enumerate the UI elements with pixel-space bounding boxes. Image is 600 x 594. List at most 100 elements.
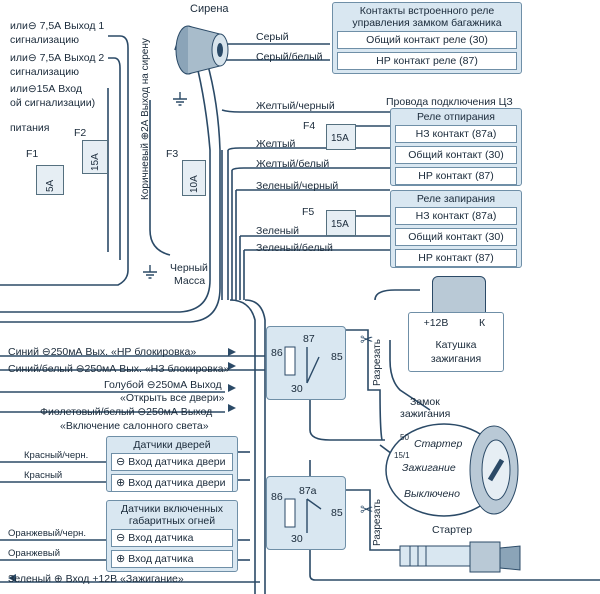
power-label: питания <box>10 122 50 134</box>
lock-relay-title: Реле запирания <box>416 193 496 205</box>
lock-relay-row-nc: НЗ контакт (87а) <box>395 207 517 225</box>
out2-sub-label: сигнализацию <box>10 66 79 78</box>
lock-title-2: зажигания <box>400 408 451 420</box>
door-sensors-box: Датчики дверей ⊖Вход датчика двери ⊕Вход… <box>106 436 238 492</box>
fuse-f3-rating: 10A <box>189 175 200 193</box>
wire-green: Зеленый <box>256 225 300 237</box>
unlock-relay-row-common: Общий контакт (30) <box>395 146 517 164</box>
wire-gray: Серый <box>256 31 289 43</box>
wire-gray-white: Серый/белый <box>256 51 323 63</box>
lock-ignition-label: Зажигание <box>402 462 456 474</box>
relay2-pin85: 85 <box>331 507 343 519</box>
relay2-pin30: 30 <box>291 533 303 545</box>
lock-off-label: Выключено <box>404 488 460 500</box>
door-wire-red-black: Красный/черн. <box>24 450 89 461</box>
coil-label-2: зажигания <box>430 353 482 365</box>
blue-output-label: Синий ⊖250мА Вых. «НР блокировка» <box>8 346 197 358</box>
plus-sign: ⊕ <box>116 477 126 489</box>
wire-black: Черный <box>170 262 208 274</box>
relay-blocking-2: 86 87а 85 30 <box>266 476 346 550</box>
lock-pin-50: 50 <box>400 433 409 442</box>
fuse-f5: 15A <box>326 210 356 236</box>
light-sensor-row-plus: ⊕Вход датчика <box>111 550 233 568</box>
lock-relay-row-common: Общий контакт (30) <box>395 228 517 246</box>
fuse-f1-name: F1 <box>26 148 39 160</box>
lock-starter-label: Стартер <box>414 438 463 450</box>
door-sensor-row-plus: ⊕Вход датчика двери <box>111 474 233 492</box>
trunk-relay-box: Контакты встроенного реле управления зам… <box>332 2 522 74</box>
light-blue-output-label: Голубой ⊖250мА Выход <box>104 379 222 391</box>
wire-green-black: Зеленый/черный <box>256 180 339 192</box>
lock-pin-15-1: 15/1 <box>394 451 410 460</box>
fuse-f4-rating: 15A <box>331 133 349 144</box>
fuse-f5-rating: 15A <box>331 219 349 230</box>
wire-ground: Масса <box>174 275 206 287</box>
coil-k-label: К <box>478 317 486 329</box>
violet-output-label: Фиолетовый/белый ⊖250мА Выход <box>40 406 213 418</box>
scissors-icon: ✂ <box>360 332 374 349</box>
light-sensors-box: Датчики включенных габаритных огней ⊖Вхо… <box>106 500 238 572</box>
lock-relay-box: Реле запирания НЗ контакт (87а) Общий ко… <box>390 190 522 268</box>
out1-label: или⊖ 7,5А Выход 1 <box>10 20 105 32</box>
fuse-f5-name: F5 <box>302 206 315 218</box>
starter-label: Стартер <box>432 524 473 536</box>
relay1-pin30: 30 <box>291 383 303 395</box>
relay2-pin86: 86 <box>271 491 283 503</box>
siren-output-label: Коричневый ⊕2А Выход на сирену <box>140 38 151 200</box>
trunk-relay-row-common: Общий контакт реле (30) <box>337 31 517 49</box>
light-sensor-minus-text: Вход датчика <box>128 532 194 544</box>
scissors-icon: ✂ <box>360 502 374 519</box>
minus-sign: ⊖ <box>116 456 126 468</box>
lock-relay-row-no: НР контакт (87) <box>395 249 517 267</box>
wire-yellow-white: Желтый/белый <box>256 158 330 170</box>
trunk-relay-row-no: НР контакт реле (87) <box>337 52 517 70</box>
plus-sign: ⊕ <box>116 553 126 565</box>
wire-green-white: Зеленый/белый <box>256 242 333 254</box>
siren-icon <box>170 16 236 84</box>
unlock-relay-title: Реле отпирания <box>417 111 495 123</box>
door-sensor-row-minus: ⊖Вход датчика двери <box>111 453 233 471</box>
coil-body-icon <box>432 276 486 314</box>
relay2-pin87a: 87а <box>299 485 317 497</box>
blue-white-output-label: Синий/белый ⊖250мА Вых. «НЗ блокировка» <box>8 363 230 375</box>
relay1-pin87: 87 <box>303 333 315 345</box>
coil-plus-label: +12В <box>423 317 449 329</box>
cut-label-1: Разрезать <box>372 339 383 386</box>
wire-yellow: Желтый <box>256 138 296 150</box>
fuse-f2-name: F2 <box>74 127 87 139</box>
door-sensor-minus-text: Вход датчика двери <box>128 456 226 468</box>
out3-sub-label: ой сигнализации) <box>10 97 96 109</box>
unlock-relay-box: Реле отпирания НЗ контакт (87а) Общий ко… <box>390 108 522 186</box>
fuse-f3-name: F3 <box>166 148 179 160</box>
wire-yellow-black: Желтый/черный <box>256 100 335 112</box>
light-sensor-row-minus: ⊖Вход датчика <box>111 529 233 547</box>
fuse-f1-rating: 5A <box>45 179 56 192</box>
out1-sub-label: сигнализацию <box>10 34 79 46</box>
light-sensor-plus-text: Вход датчика <box>128 553 194 565</box>
relay-blocking-1: 86 87 85 30 <box>266 326 346 400</box>
relay1-pin86: 86 <box>271 347 283 359</box>
central-lock-title: Провода подключения ЦЗ <box>386 96 513 108</box>
out3-label: или⊖15А Вход <box>10 83 83 95</box>
light-sensors-title: Датчики включенных габаритных огней <box>120 503 223 527</box>
violet-output-sub: «Включение салонного света» <box>60 420 209 432</box>
starter-motor-icon <box>396 536 526 580</box>
trunk-relay-title: Контакты встроенного реле управления зам… <box>352 5 502 29</box>
fuse-f4: 15A <box>326 124 356 150</box>
fuse-f4-name: F4 <box>303 120 316 132</box>
fuse-f2: 15A <box>82 140 108 174</box>
ignition-lock: 50 15/1 Стартер Зажигание Выключено <box>384 420 534 520</box>
fuse-f3: 10A <box>182 160 206 196</box>
light-wire-orange: Оранжевый <box>8 548 61 559</box>
light-blue-output-sub: «Открыть все двери» <box>120 392 225 404</box>
siren-label: Сирена <box>190 3 229 15</box>
ignition-coil: +12В К Катушка зажигания <box>408 312 504 372</box>
coil-label-1: Катушка <box>435 339 477 351</box>
door-wire-red: Красный <box>24 470 63 481</box>
door-sensors-title: Датчики дверей <box>133 439 211 451</box>
light-wire-orange-black: Оранжевый/черн. <box>8 528 87 539</box>
cut-label-2: Разрезать <box>372 499 383 546</box>
door-sensor-plus-text: Вход датчика двери <box>128 477 226 489</box>
unlock-relay-row-nc: НЗ контакт (87а) <box>395 125 517 143</box>
